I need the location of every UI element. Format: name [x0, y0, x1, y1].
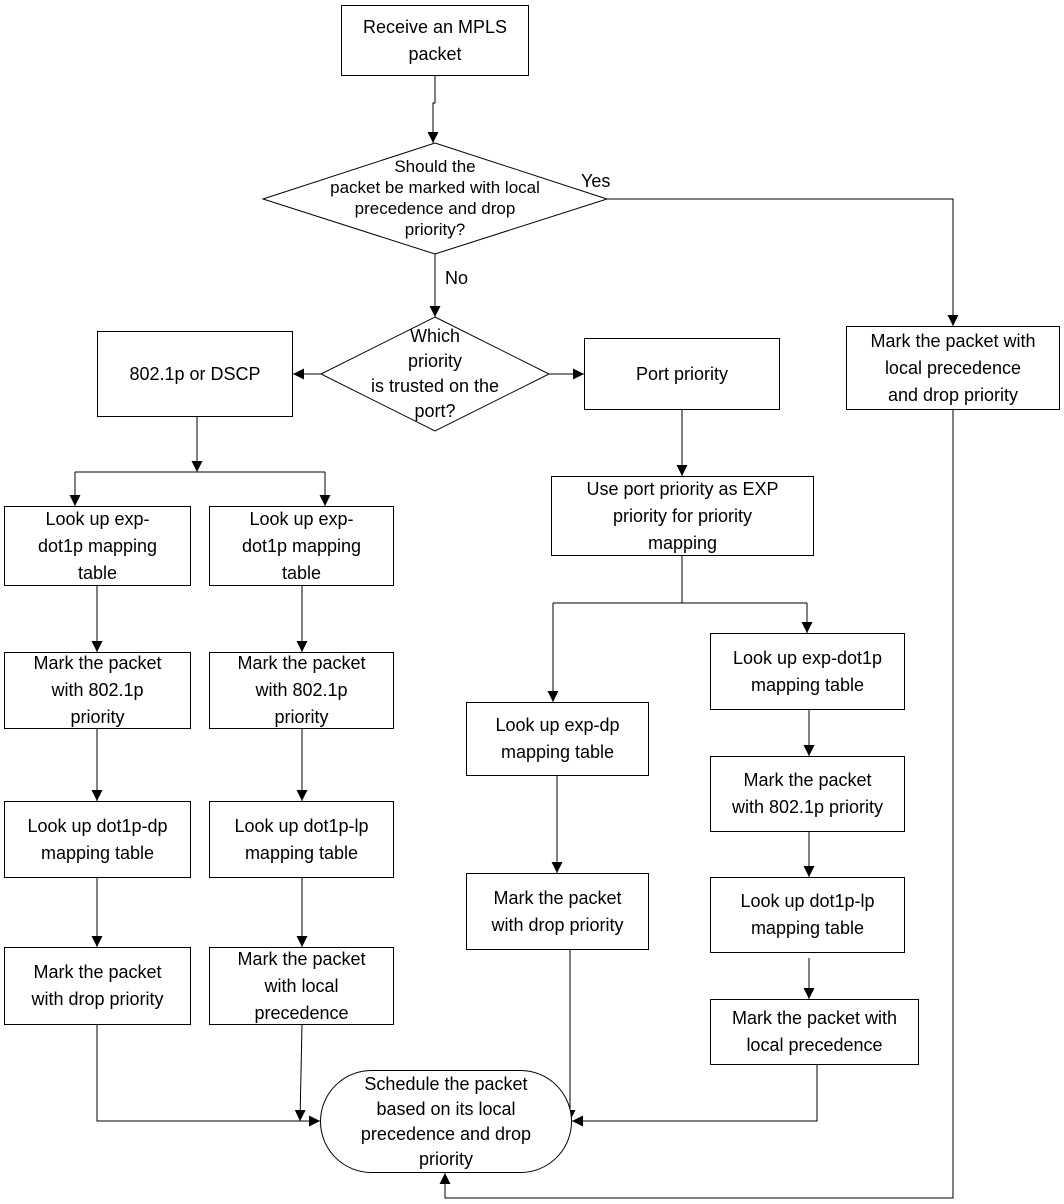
c2-mark-local-node: Mark the packet with local precedence: [209, 947, 394, 1025]
port-priority-node: Port priority: [584, 338, 780, 410]
dot1p-dscp-text: 802.1p or DSCP: [129, 363, 261, 384]
mark-local-and-drop-node: Mark the packet with local precedence an…: [846, 326, 1060, 410]
p1-mark-drop-node: Mark the packet with drop priority: [466, 873, 649, 950]
c1-lookup-dot1p-dp-text: Look up dot1p-dp mapping table: [27, 815, 168, 863]
p2-lookup-dot1p-lp-node: Look up dot1p-lp mapping table: [710, 877, 905, 953]
dot1p-dscp-node: 802.1p or DSCP: [97, 331, 293, 417]
yes-label: Yes: [581, 171, 611, 191]
arrow-p2-to-schedule: [572, 1065, 818, 1127]
p2-lookup-exp-dot1p-node: Look up exp-dot1p mapping table: [710, 633, 905, 710]
port-priority-text: Port priority: [635, 363, 729, 384]
p1-lookup-exp-dp-text: Look up exp-dp mapping table: [495, 715, 620, 762]
p2-mark-local-node: Mark the packet with local precedence: [710, 999, 919, 1065]
start-node: Receive an MPLS packet: [341, 5, 529, 76]
c1-mark-8021p-text: Mark the packet with 802.1p priority: [33, 653, 162, 727]
arrow-c2-to-schedule: [294, 1023, 306, 1122]
decision-trust-text: Which priority is trusted on the port?: [355, 322, 515, 426]
c2-lookup-exp-dot1p-node: Look up exp- dot1p mapping table: [209, 506, 394, 586]
c2-mark-8021p-node: Mark the packet with 802.1p priority: [209, 652, 394, 729]
decision-trust-diamond: [319, 316, 551, 432]
split-line-right: [681, 556, 807, 604]
schedule-terminal: Schedule the packet based on its local p…: [320, 1070, 572, 1173]
decision-mark-text: Should the packet be marked with local p…: [295, 150, 575, 246]
use-port-priority-text: Use port priority as EXP priority for pr…: [586, 478, 779, 553]
p2-lookup-dot1p-lp-text: Look up dot1p-lp mapping table: [740, 891, 875, 938]
arrow-right-to-schedule: [439, 409, 954, 1199]
p1-mark-drop-text: Mark the packet with drop priority: [491, 887, 624, 935]
no-label: No: [445, 268, 469, 288]
c2-mark-8021p-text: Mark the packet with 802.1p priority: [237, 653, 366, 727]
decision-trust-label: Which priority is trusted on the port?: [370, 326, 500, 421]
p1-lookup-exp-dp-node: Look up exp-dp mapping table: [466, 702, 649, 776]
schedule-text: Schedule the packet based on its local p…: [360, 1073, 532, 1169]
c2-lookup-exp-dot1p-text: Look up exp- dot1p mapping table: [241, 508, 362, 583]
p2-mark-8021p-text: Mark the packet with 802.1p priority: [731, 770, 884, 817]
c1-lookup-exp-dot1p-node: Look up exp- dot1p mapping table: [4, 506, 191, 586]
c1-mark-8021p-node: Mark the packet with 802.1p priority: [4, 652, 191, 729]
c2-mark-local-text: Mark the packet with local precedence: [237, 948, 366, 1023]
c2-lookup-dot1p-lp-text: Look up dot1p-lp mapping table: [234, 815, 369, 863]
mark-local-and-drop-text: Mark the packet with local precedence an…: [870, 330, 1036, 405]
p2-lookup-exp-dot1p-text: Look up exp-dot1p mapping table: [732, 647, 883, 695]
use-port-priority-node: Use port priority as EXP priority for pr…: [551, 476, 814, 556]
c2-lookup-dot1p-lp-node: Look up dot1p-lp mapping table: [209, 801, 394, 878]
arrow-c1-to-schedule: [96, 1024, 320, 1127]
p2-mark-8021p-node: Mark the packet with 802.1p priority: [710, 756, 905, 832]
start-text: Receive an MPLS packet: [362, 16, 508, 64]
c1-lookup-exp-dot1p-text: Look up exp- dot1p mapping table: [37, 508, 158, 583]
decision-mark-label: Should the packet be marked with local p…: [330, 157, 540, 239]
c1-mark-drop-node: Mark the packet with drop priority: [4, 947, 191, 1025]
arrow-yes-branch: [607, 198, 959, 326]
c1-lookup-dot1p-dp-node: Look up dot1p-dp mapping table: [4, 801, 191, 878]
c1-mark-drop-text: Mark the packet with drop priority: [31, 962, 164, 1009]
arrow-start-to-decision: [427, 76, 439, 143]
p2-mark-local-text: Mark the packet with local precedence: [731, 1008, 898, 1055]
